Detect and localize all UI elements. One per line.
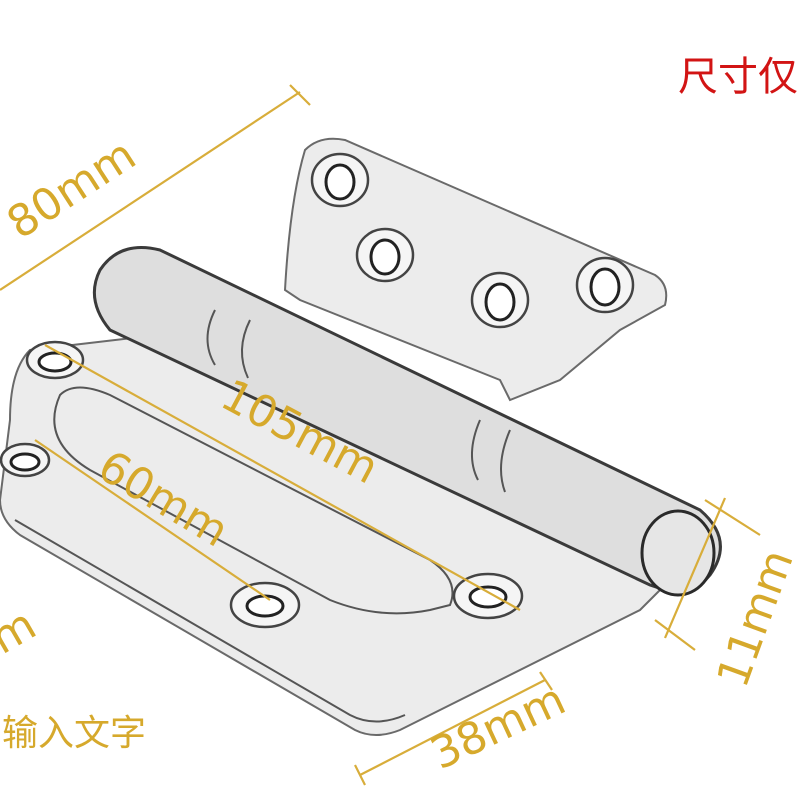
screw-hole <box>0 442 51 478</box>
dim-line-11 <box>663 497 727 639</box>
screw-hole <box>310 152 370 208</box>
label-11mm: 11mm <box>707 543 800 694</box>
screw-hole <box>470 271 530 329</box>
dim-line-105 <box>44 344 521 611</box>
label-80mm: 80mm <box>0 129 145 249</box>
dim-line-80 <box>0 91 301 291</box>
upper-leaf <box>283 137 668 402</box>
hinge-barrel <box>92 246 722 597</box>
dim-line-60 <box>34 439 271 601</box>
label-left-cut: m <box>0 599 45 665</box>
dimension-lines <box>0 84 761 786</box>
screw-holes <box>0 152 635 629</box>
size-note: 尺寸仅 <box>678 54 798 100</box>
screw-hole <box>25 340 85 380</box>
placeholder-text: 输入文字 <box>2 713 146 754</box>
dim-line-38 <box>359 679 546 776</box>
screw-hole <box>575 256 635 314</box>
screw-hole <box>355 227 415 283</box>
screw-hole <box>229 581 301 629</box>
barrel-end-cap <box>640 509 716 597</box>
lower-leaf <box>0 328 692 736</box>
screw-hole <box>452 572 524 620</box>
